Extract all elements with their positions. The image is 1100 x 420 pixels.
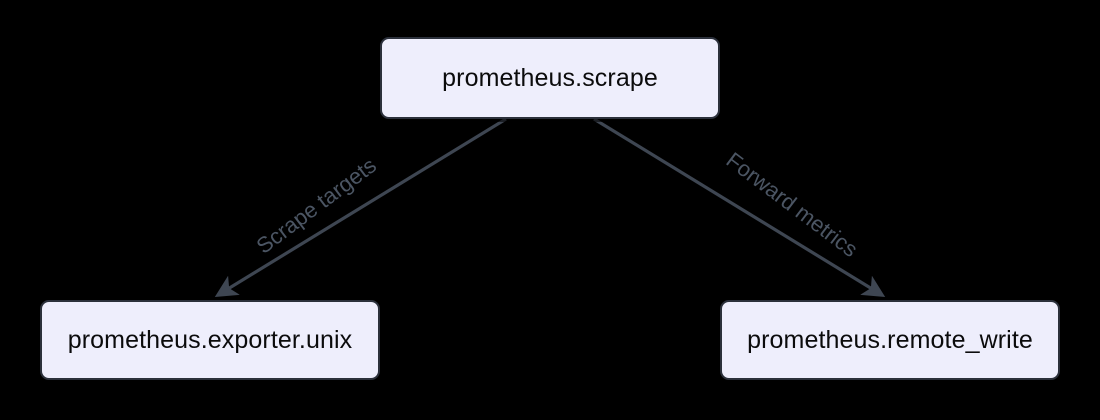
- node-label: prometheus.exporter.unix: [67, 325, 353, 354]
- edge-scrape-to-exporter: [214, 117, 507, 297]
- edge-scrape-to-remote: [593, 117, 886, 297]
- node-label: prometheus.remote_write: [747, 325, 1033, 354]
- node-label: prometheus.scrape: [442, 63, 658, 92]
- node-prometheus-exporter-unix[interactable]: prometheus.exporter.unix: [40, 300, 380, 380]
- node-prometheus-scrape[interactable]: prometheus.scrape: [380, 37, 720, 119]
- node-prometheus-remote-write[interactable]: prometheus.remote_write: [720, 300, 1060, 380]
